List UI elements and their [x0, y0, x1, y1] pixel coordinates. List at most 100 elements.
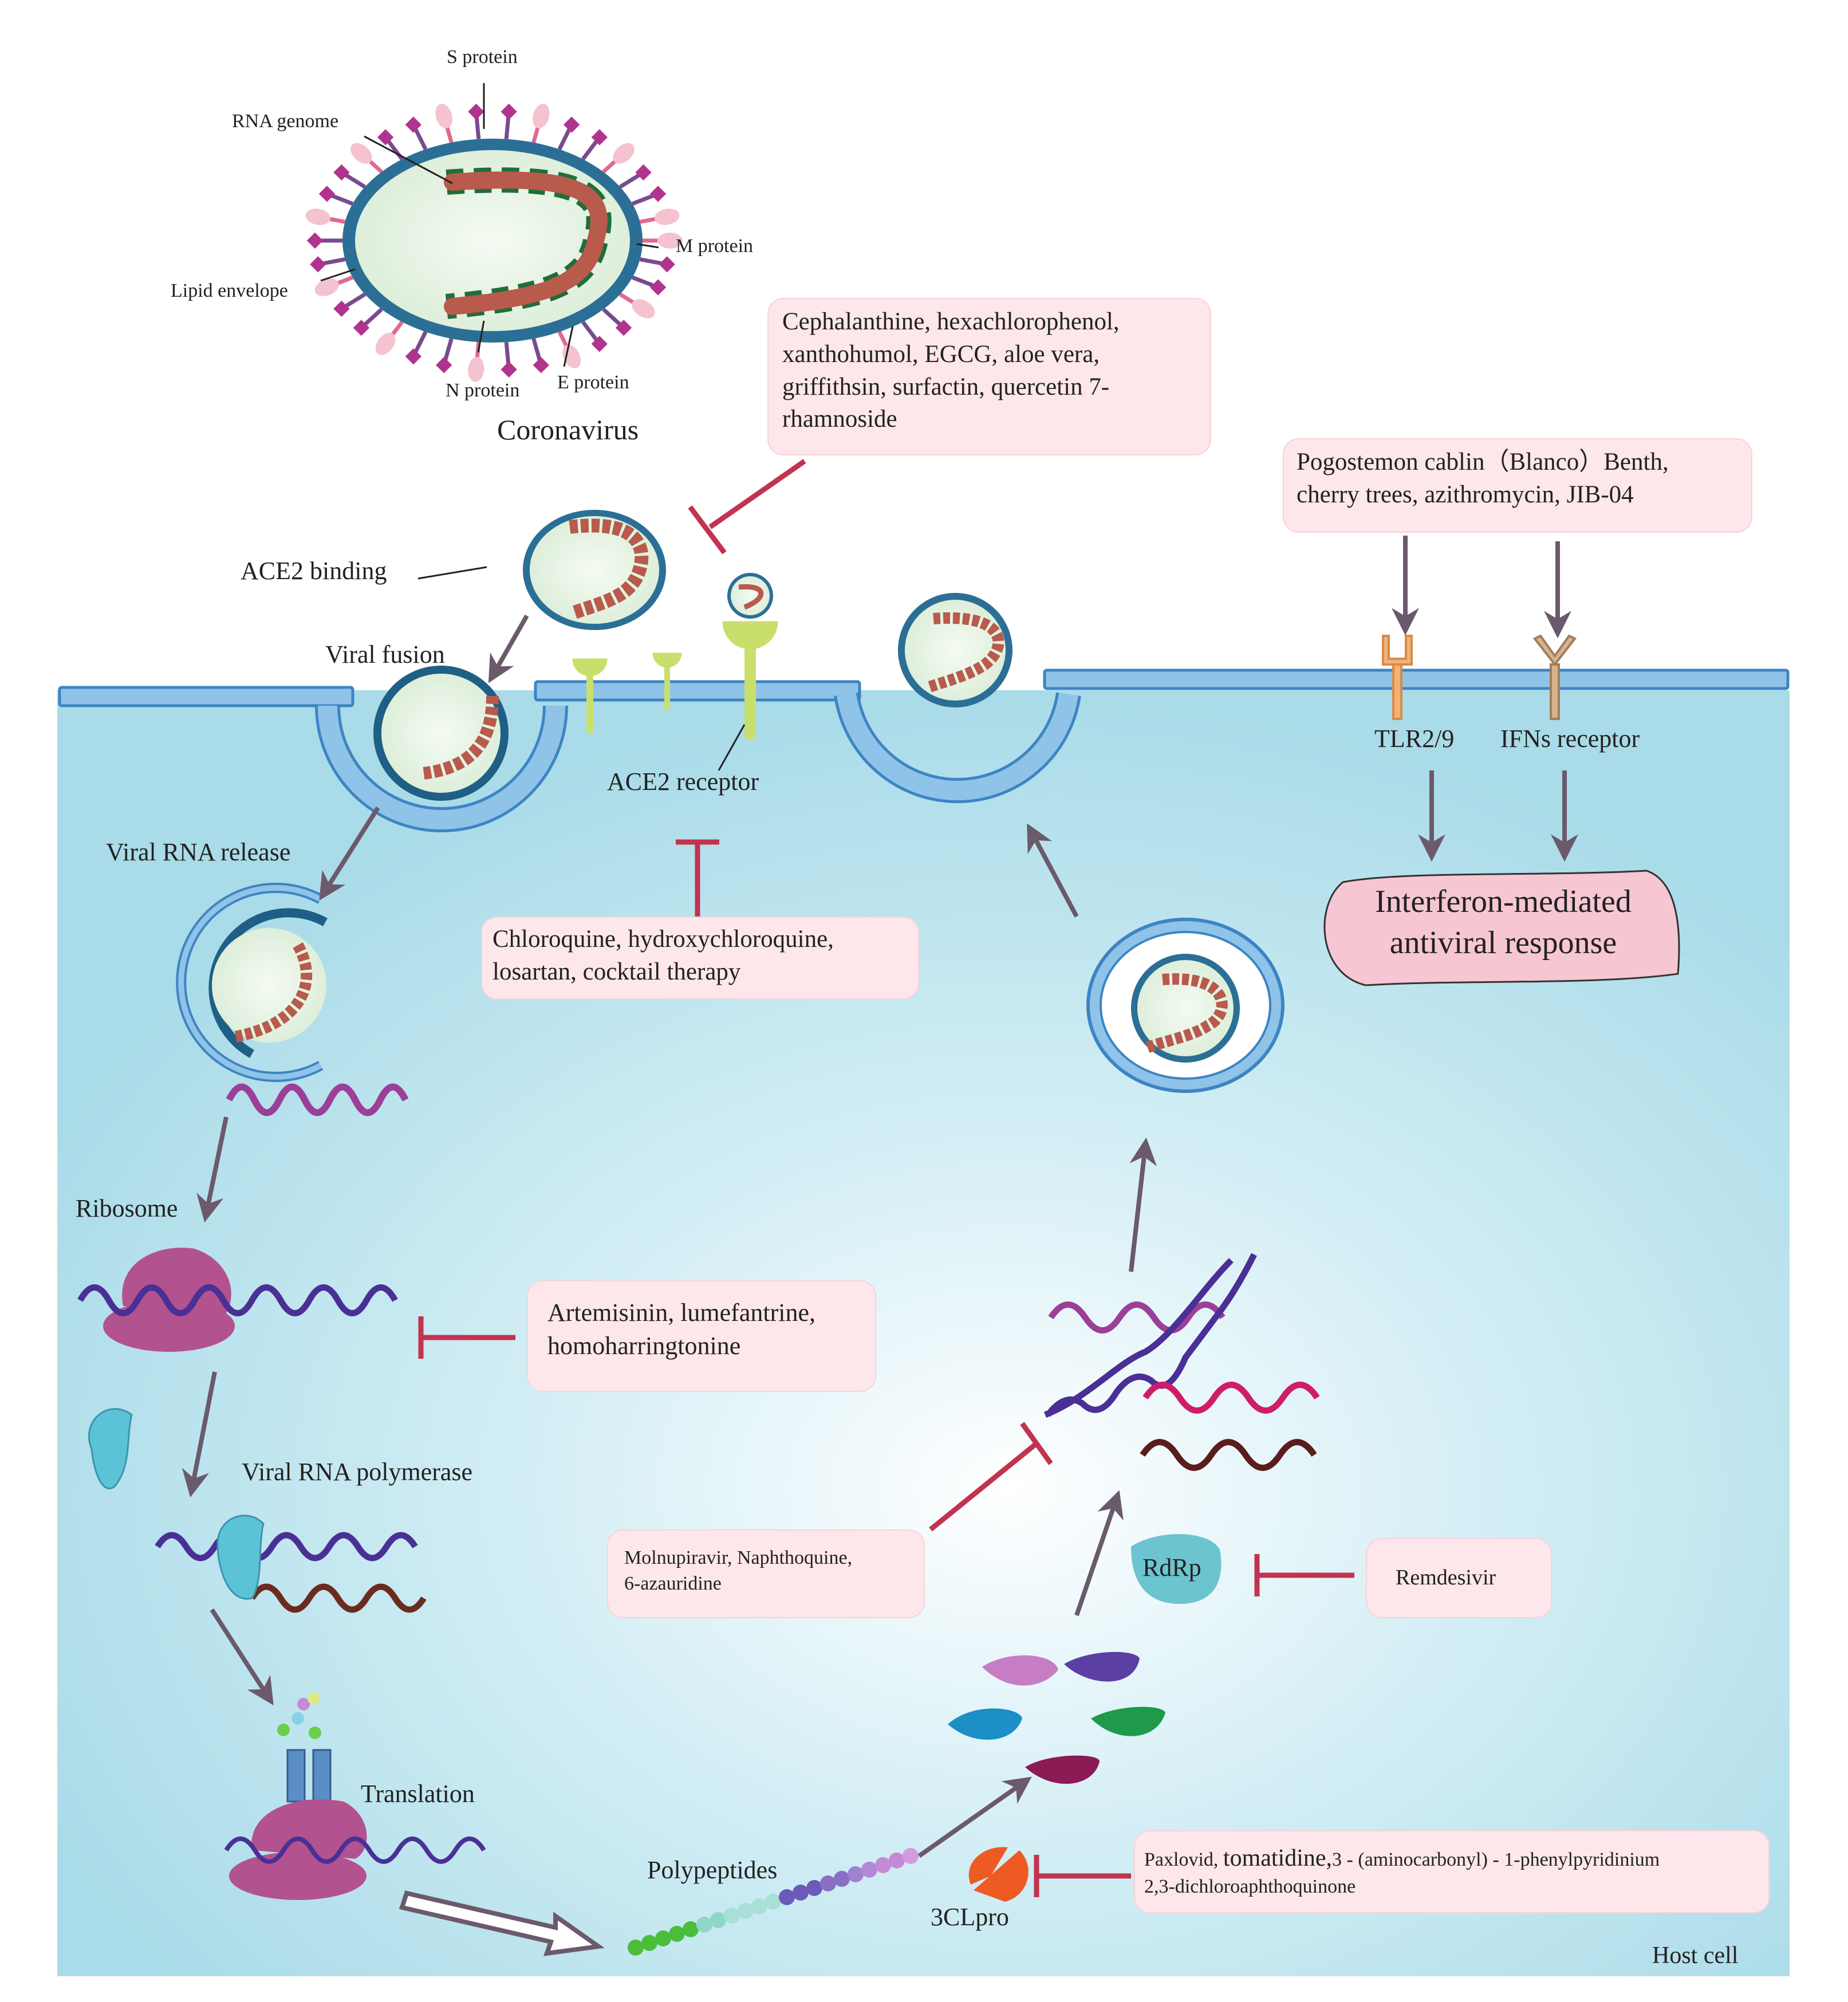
s-protein-label: S protein	[447, 46, 518, 68]
spike-head	[533, 104, 550, 129]
exit-endosome	[834, 692, 1081, 804]
template-rna-strand	[155, 1532, 418, 1562]
new-rna-strand	[249, 1583, 427, 1613]
tlr-receptor	[1382, 635, 1413, 720]
protease-inhibitors-a: Paxlovid,	[1144, 1849, 1223, 1870]
spike-head	[659, 256, 675, 273]
translation-ribosome	[229, 1692, 367, 1900]
rdrp-label: RdRp	[1142, 1553, 1201, 1582]
tlr-label: TLR2/9	[1374, 725, 1455, 753]
ifn-receptor-label: IFNs receptor	[1500, 725, 1640, 753]
coronavirus-title: Coronavirus	[497, 414, 639, 446]
polypeptide-bead	[820, 1875, 836, 1891]
polypeptide-bead	[669, 1926, 685, 1942]
viral-rna-polymerase-label: Viral RNA polymerase	[242, 1458, 473, 1486]
rdrp-enzyme	[1131, 1534, 1222, 1604]
polypeptide-bead	[903, 1848, 919, 1864]
polypeptide-bead	[834, 1871, 850, 1887]
spike-head	[436, 357, 452, 373]
spike-head	[649, 186, 667, 202]
translation-inhibitors-line1: Artemisinin, lumefantrine,	[547, 1299, 815, 1327]
released-viral-rna	[226, 1083, 409, 1116]
spike-head	[375, 332, 396, 355]
spike-head	[468, 103, 484, 120]
spike-head	[533, 357, 549, 373]
budding-virion	[898, 593, 1012, 707]
translation-inhibitors-line2: homoharringtonine	[547, 1332, 741, 1360]
polypeptide-bead	[848, 1866, 864, 1882]
viral-rna-polymerase	[216, 1515, 265, 1600]
interferon-response-line2: antiviral response	[1389, 925, 1617, 961]
translation-label: Translation	[361, 1780, 475, 1808]
polypeptide-bead	[738, 1903, 754, 1919]
spike-head	[591, 129, 608, 145]
receptor-inhibitors-line1: Chloroquine, hydroxychloroquine,	[492, 926, 834, 953]
host-cell-label: Host cell	[1652, 1942, 1739, 1969]
polypeptide-bead	[628, 1940, 644, 1956]
ace2-receptors	[572, 621, 778, 739]
entry-inhibitors-line2: xanthohumol, EGCG, aloe vera,	[782, 340, 1100, 368]
entry-inhibitors-line3: griffithsin, surfactin, quercetin 7-	[782, 373, 1110, 400]
spike-head	[562, 344, 581, 368]
leader-lines	[320, 83, 746, 771]
replication-inhibitors-line2: 6-azauridine	[624, 1572, 722, 1594]
polypeptide-bead	[889, 1852, 905, 1869]
spike-head	[632, 299, 655, 318]
polypeptide-bead	[724, 1907, 740, 1924]
immune-modulators-box: Pogostemon cablin（Blanco）Benth, cherry t…	[1283, 438, 1752, 533]
3clpro-enzyme	[968, 1847, 1029, 1902]
spike-head	[657, 233, 683, 249]
spike-head	[353, 320, 370, 336]
polypeptide-bead	[875, 1857, 891, 1873]
spike-head	[564, 116, 580, 133]
spike-head	[501, 103, 517, 120]
polypeptides-label: Polypeptides	[647, 1856, 778, 1884]
process-arrows	[182, 536, 1578, 1858]
spike-head	[468, 357, 484, 382]
spike-head	[350, 143, 372, 164]
fused-virion	[373, 666, 509, 801]
translation-inhibitors-box: Artemisinin, lumefantrine, homoharringto…	[527, 1280, 876, 1392]
ace2-binding-label: ACE2 binding	[241, 557, 387, 585]
protease-inhibitors-c: 3 - (aminocarbonyl) - 1-phenylpyridinium	[1332, 1849, 1660, 1870]
immune-modulators-line1: Pogostemon cablin（Blanco）Benth,	[1297, 449, 1669, 475]
polypeptide-bead	[710, 1912, 726, 1928]
spike-head	[635, 164, 652, 181]
entry-endosome	[315, 705, 568, 832]
replication-inhibitors-box: Molnupiravir, Naphthoquine, 6-azauridine	[607, 1529, 925, 1618]
polypeptide-bead	[641, 1935, 657, 1951]
spike-head	[318, 186, 336, 202]
polypeptide-bead	[751, 1898, 767, 1914]
spike-head	[405, 116, 421, 133]
small-bound-virion	[727, 573, 773, 619]
ifn-receptor	[1532, 634, 1577, 720]
viral-rna-release-label: Viral RNA release	[106, 838, 291, 866]
interferon-response-shape	[1323, 870, 1680, 986]
spike-head	[435, 104, 452, 129]
immune-modulators-line2: cherry trees, azithromycin, JIB-04	[1297, 481, 1634, 508]
m-protein-label: M protein	[676, 235, 754, 257]
ribosome-label: Ribosome	[76, 1194, 178, 1222]
spike-head	[613, 143, 635, 164]
spike-head	[305, 209, 331, 225]
polypeptide-bead	[765, 1894, 781, 1910]
spike-head	[306, 232, 324, 249]
polypeptide-bead	[861, 1862, 877, 1878]
ace2-receptor-label: ACE2 receptor	[607, 768, 759, 796]
entry-inhibitors-line1: Cephalanthine, hexachlorophenol,	[782, 308, 1120, 335]
spike-head	[314, 278, 340, 296]
replication-inhibitors-line1: Molnupiravir, Naphthoquine,	[624, 1547, 853, 1568]
translation-to-polypeptide-arrow	[399, 1890, 605, 1956]
spike-head	[591, 336, 608, 352]
assembled-virion-vesicle	[1086, 918, 1284, 1093]
binding-virion	[523, 510, 666, 630]
polypeptide-chain	[628, 1848, 919, 1956]
polypeptide-bead	[793, 1885, 809, 1901]
protease-inhibitors-box: Paxlovid, tomatidine,3 - (aminocarbonyl)…	[1134, 1830, 1770, 1913]
mrna-strand	[77, 1284, 398, 1316]
inhibition-markers	[418, 459, 1354, 1897]
rdrp-inhibitor-box: Remdesivir	[1366, 1538, 1552, 1618]
spike-head	[377, 129, 394, 145]
